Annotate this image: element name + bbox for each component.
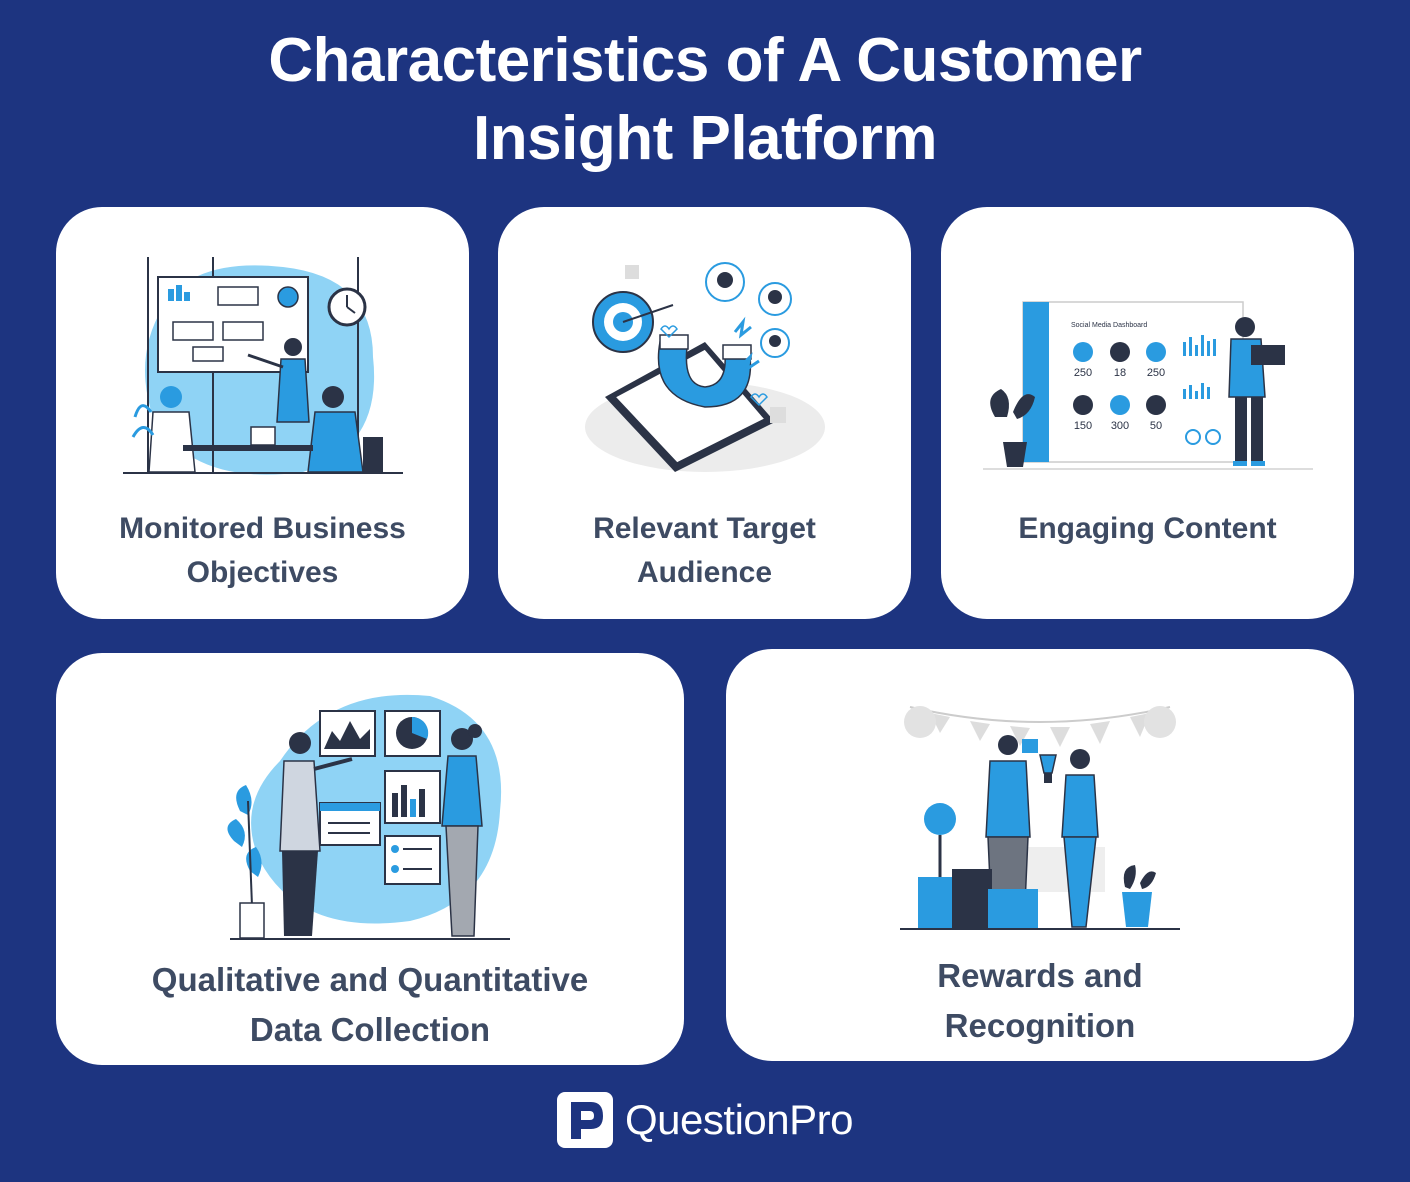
card-label-line-2: Audience (636, 556, 773, 589)
card-label: Rewards and Recognition (726, 951, 1354, 1051)
title-line-2: Insight Platform (473, 104, 937, 173)
award-ceremony-illustration (900, 706, 1180, 930)
brand-name: QuestionPro (625, 1096, 853, 1143)
card-label-line-2: Objectives (186, 556, 339, 589)
card-label: Qualitative and Quantitative Data Collec… (56, 955, 684, 1055)
stat-value: 50 (1149, 420, 1161, 432)
card-label-line-1: Rewards and (937, 957, 1143, 994)
card-label: Monitored Business Objectives (56, 507, 469, 595)
card-label-line-1: Qualitative and Quantitative (151, 961, 589, 998)
magnet-audience-illustration (584, 262, 825, 472)
card-qualitative-quantitative-data-collection: Qualitative and Quantitative Data Collec… (56, 653, 684, 1065)
dashboard-title: Social Media Dashboard (1071, 322, 1147, 329)
stat-value: 300 (1110, 420, 1128, 432)
card-engaging-content: Social Media Dashboard 250 18 250 150 30… (941, 207, 1354, 619)
stat-value: 250 (1146, 367, 1164, 379)
page-title: Characteristics of A Customer Insight Pl… (0, 22, 1410, 178)
card-label: Engaging Content (941, 507, 1354, 551)
brand-footer: QuestionPro (0, 1090, 1410, 1150)
social-media-dashboard-illustration: Social Media Dashboard 250 18 250 150 30… (982, 301, 1313, 470)
business-meeting-illustration (122, 257, 403, 475)
card-label: Relevant Target Audience (498, 507, 911, 595)
card-monitored-business-objectives: Monitored Business Objectives (56, 207, 469, 619)
card-label-line-1: Monitored Business (119, 512, 406, 545)
card-rewards-and-recognition: Rewards and Recognition (726, 649, 1354, 1061)
card-label-line-1: Engaging Content (1018, 512, 1277, 545)
stat-value: 250 (1073, 367, 1091, 379)
questionpro-logo-icon (557, 1092, 614, 1148)
title-line-1: Characteristics of A Customer (268, 26, 1142, 95)
data-analysis-illustration (227, 694, 510, 940)
card-label-line-2: Recognition (944, 1007, 1136, 1044)
card-label-line-1: Relevant Target (593, 512, 816, 545)
stat-value: 18 (1113, 367, 1125, 379)
stat-value: 150 (1073, 420, 1091, 432)
card-label-line-2: Data Collection (249, 1011, 491, 1048)
card-relevant-target-audience: Relevant Target Audience (498, 207, 911, 619)
